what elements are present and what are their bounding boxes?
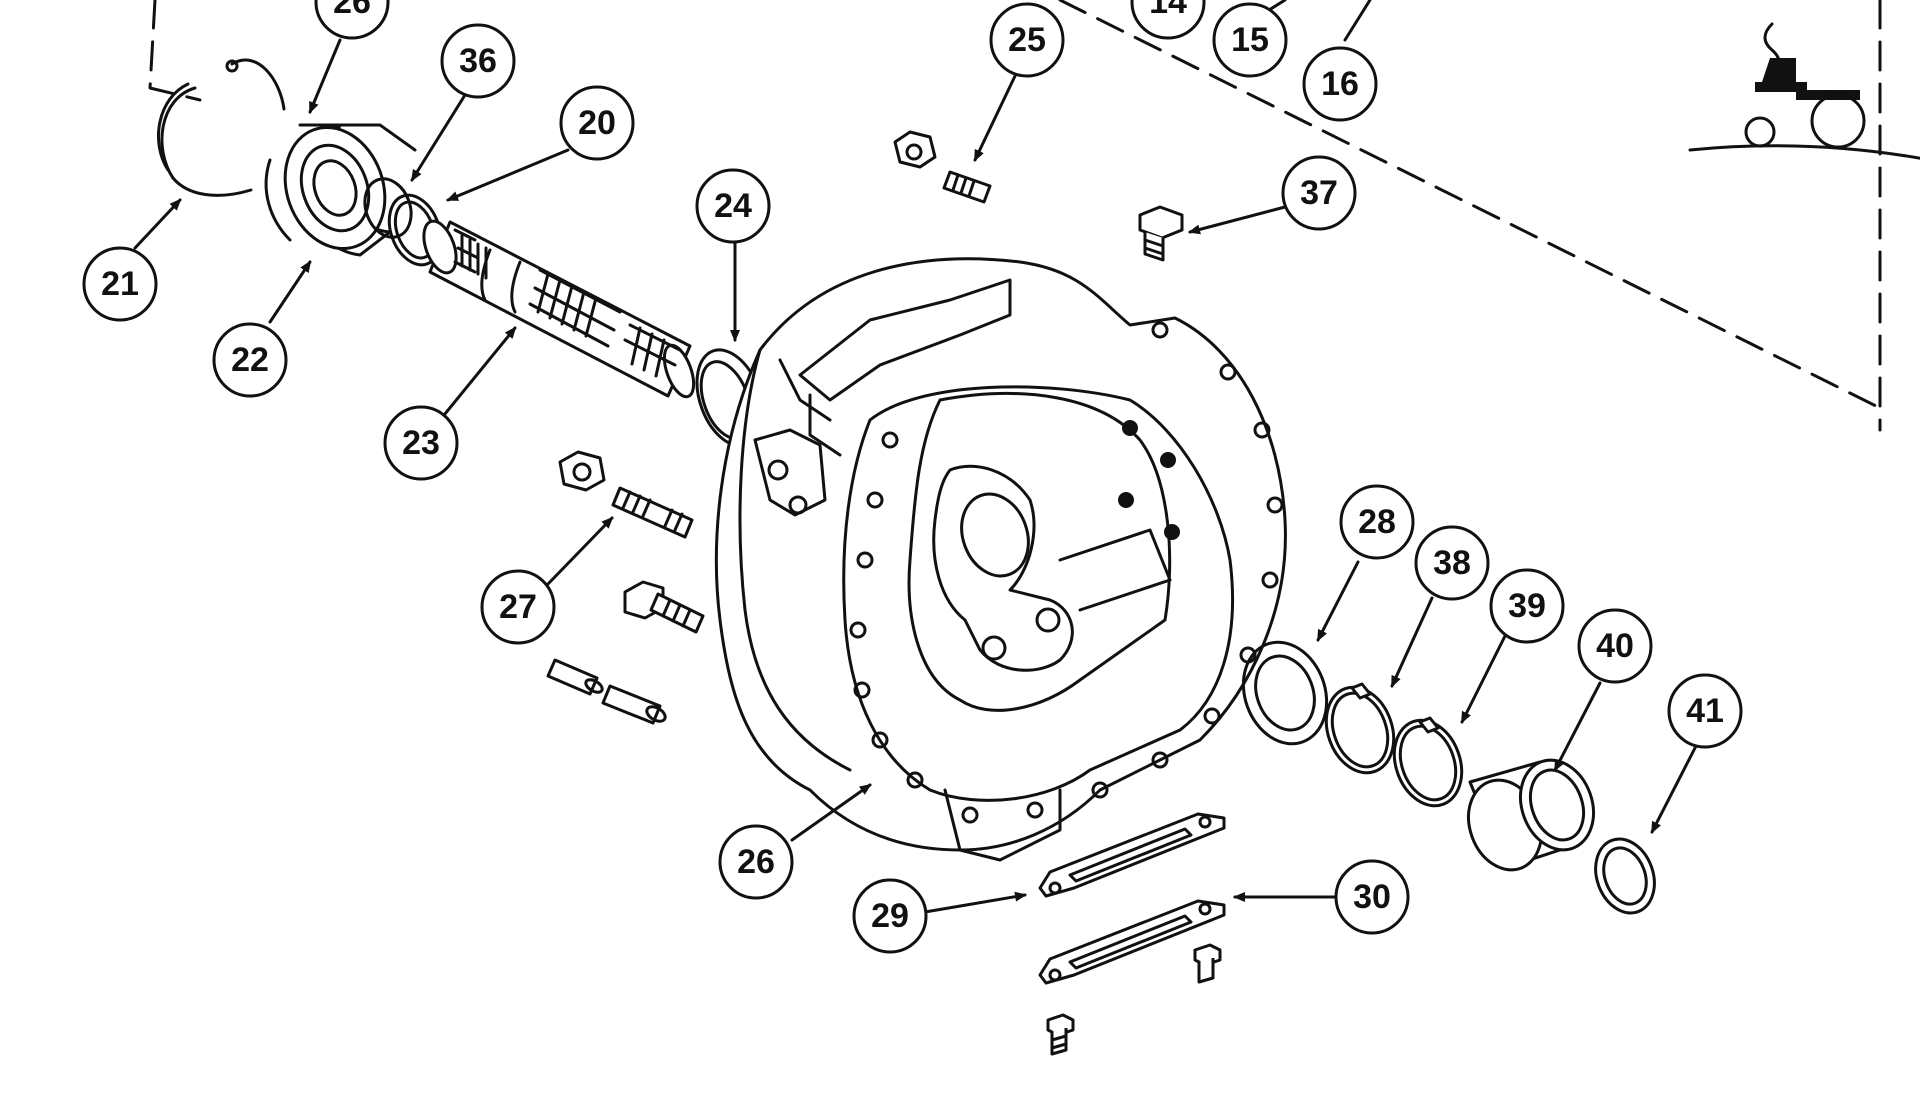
part-housing-26 [714,257,1287,862]
callout-25: 25 [989,2,1065,78]
part-plate-30 [1038,899,1226,985]
part-splined-shaft-23 [422,219,696,399]
svg-text:23: 23 [402,424,440,462]
tractor-logo-icon [1688,22,1920,160]
callout-20: 20 [559,85,635,161]
callout-40: 40 [1577,608,1653,684]
part-ring-41 [1594,837,1656,915]
svg-text:36: 36 [459,42,497,80]
callout-37: 37 [1281,155,1357,231]
part-plug-37 [1138,205,1184,262]
part-snap-ring-21 [156,82,253,197]
callout-21: 21 [82,246,158,322]
callout-14: 14 [1130,0,1206,40]
callout-39: 39 [1489,568,1565,644]
part-bushing-40 [1467,758,1595,872]
callout-22: 22 [212,322,288,398]
callout-23: 23 [383,405,459,481]
svg-text:25: 25 [1008,21,1046,59]
callout-36: 36 [440,23,516,99]
svg-text:37: 37 [1300,174,1338,212]
svg-text:24: 24 [714,187,752,225]
callout-27: 27 [480,569,556,645]
part-nut-27 [558,450,606,492]
dashed-boundary [148,0,1882,432]
part-pin-27-a [546,658,604,696]
part-screw-30-a [1193,943,1222,984]
callout-41: 41 [1667,673,1743,749]
part-bearing-22 [264,123,417,257]
svg-text:29: 29 [871,897,909,935]
part-pin-27-b [601,684,667,725]
part-bolt-27 [623,580,705,634]
svg-text:28: 28 [1358,503,1396,541]
svg-text:22: 22 [231,341,269,379]
svg-text:41: 41 [1686,692,1724,730]
part-snap-ring-26-top [225,58,286,111]
svg-text:21: 21 [101,265,139,303]
part-washer-28 [1241,640,1329,746]
svg-text:14: 14 [1149,0,1187,21]
callout-30: 30 [1334,859,1410,935]
svg-text:27: 27 [499,588,537,626]
svg-text:39: 39 [1508,587,1546,625]
leader-arrows [133,0,1698,914]
svg-text:26: 26 [333,0,371,21]
callout-16: 16 [1302,46,1378,122]
callout-24: 24 [695,168,771,244]
callout-26: 26 [718,824,794,900]
part-circlip-38 [1324,682,1396,775]
svg-text:16: 16 [1321,65,1359,103]
svg-text:40: 40 [1596,627,1634,665]
callout-26-top: 26 [314,0,390,40]
part-plate-29 [1038,812,1226,898]
part-stud-27 [611,486,694,539]
svg-text:30: 30 [1353,878,1391,916]
part-circlip-39 [1392,716,1464,808]
part-screw-30-b [1046,1013,1075,1056]
callout-15: 15 [1212,2,1288,78]
svg-text:38: 38 [1433,544,1471,582]
callout-29: 29 [852,878,928,954]
callout-28: 28 [1339,484,1415,560]
callout-38: 38 [1414,525,1490,601]
callouts: 26 36 20 21 22 23 24 25 [82,0,1743,954]
svg-text:20: 20 [578,104,616,142]
part-stud-25 [942,170,992,204]
svg-text:26: 26 [737,843,775,881]
housing-bolt-holes [849,321,1284,824]
svg-text:15: 15 [1231,21,1269,59]
part-nut-25 [893,130,937,169]
